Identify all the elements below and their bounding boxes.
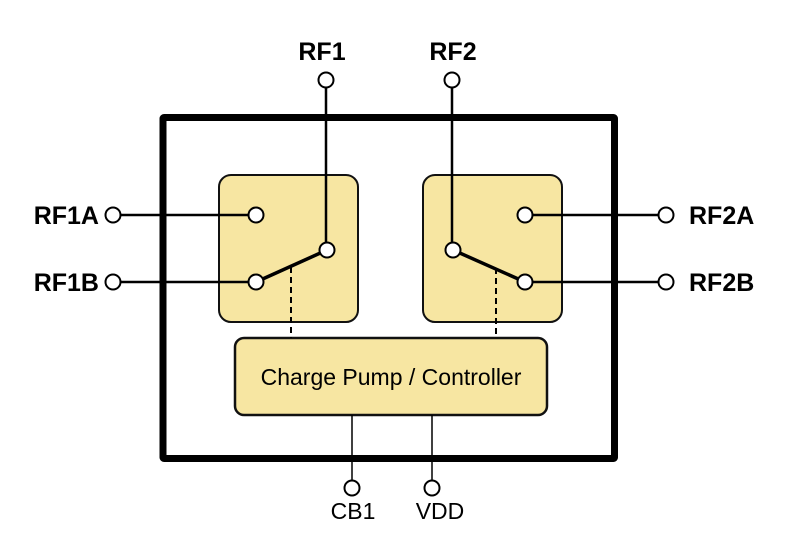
vdd-pin-circle xyxy=(423,479,441,497)
rf1b-pin-circle xyxy=(104,273,122,291)
rf1a-pin-circle xyxy=(104,206,122,224)
package-pins xyxy=(104,71,675,497)
switch1-contact-b-circle xyxy=(247,273,265,291)
supply-lines xyxy=(351,415,433,481)
cb1-pin-circle xyxy=(343,479,361,497)
rf1b-pin-label: RF1B xyxy=(34,269,99,297)
rf2b-pin-label: RF2B xyxy=(689,269,754,297)
switch-contacts xyxy=(247,206,534,291)
switch2-arm xyxy=(452,248,526,284)
switch-arms xyxy=(255,248,526,284)
rf2a-pin-label: RF2A xyxy=(689,202,754,230)
rf2-pin-label: RF2 xyxy=(429,38,476,66)
cb1-pin-label: CB1 xyxy=(331,498,376,524)
rf1-pin-label: RF1 xyxy=(298,38,345,66)
charge-pump-block xyxy=(233,336,549,417)
switch1-block xyxy=(218,174,359,323)
vdd-pin-label: VDD xyxy=(416,498,465,524)
switch1-pole-circle xyxy=(318,241,336,259)
rf2a-pin-circle xyxy=(657,206,675,224)
switch1-arm xyxy=(255,248,328,284)
switch1-contact-a-circle xyxy=(247,206,265,224)
rf1-pin-circle xyxy=(317,71,335,89)
switch2-block xyxy=(422,174,563,323)
switch2-pole-circle xyxy=(444,241,462,259)
chip-outline xyxy=(159,114,618,462)
rf1a-pin-label: RF1A xyxy=(34,202,99,230)
control-lines xyxy=(290,267,497,338)
signal-lines xyxy=(120,87,659,284)
rf2-pin-circle xyxy=(443,71,461,89)
charge-pump-label: Charge Pump / Controller xyxy=(261,364,522,390)
rf2b-pin-circle xyxy=(657,273,675,291)
switch2-contact-a-circle xyxy=(516,206,534,224)
switch2-contact-b-circle xyxy=(516,273,534,291)
